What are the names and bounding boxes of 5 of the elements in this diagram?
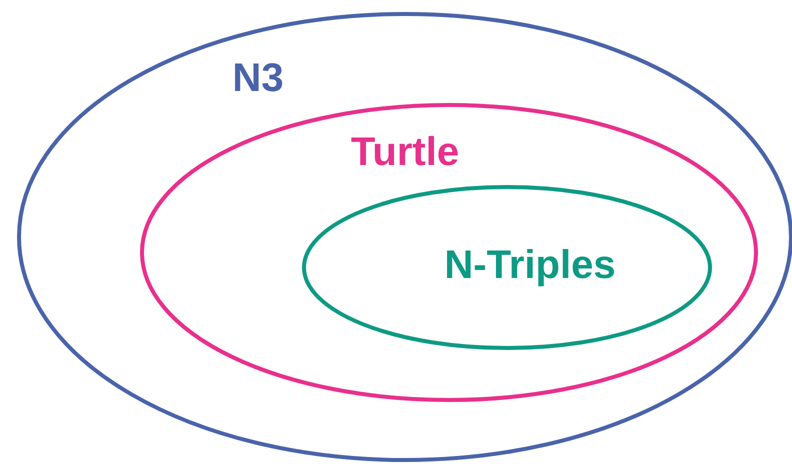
set-label: N-Triples [444,245,616,285]
set-label: N3 [232,58,284,98]
n-triples-ellipse [302,185,712,350]
turtle-ellipse [140,103,758,402]
set-label: Turtle [350,132,460,172]
